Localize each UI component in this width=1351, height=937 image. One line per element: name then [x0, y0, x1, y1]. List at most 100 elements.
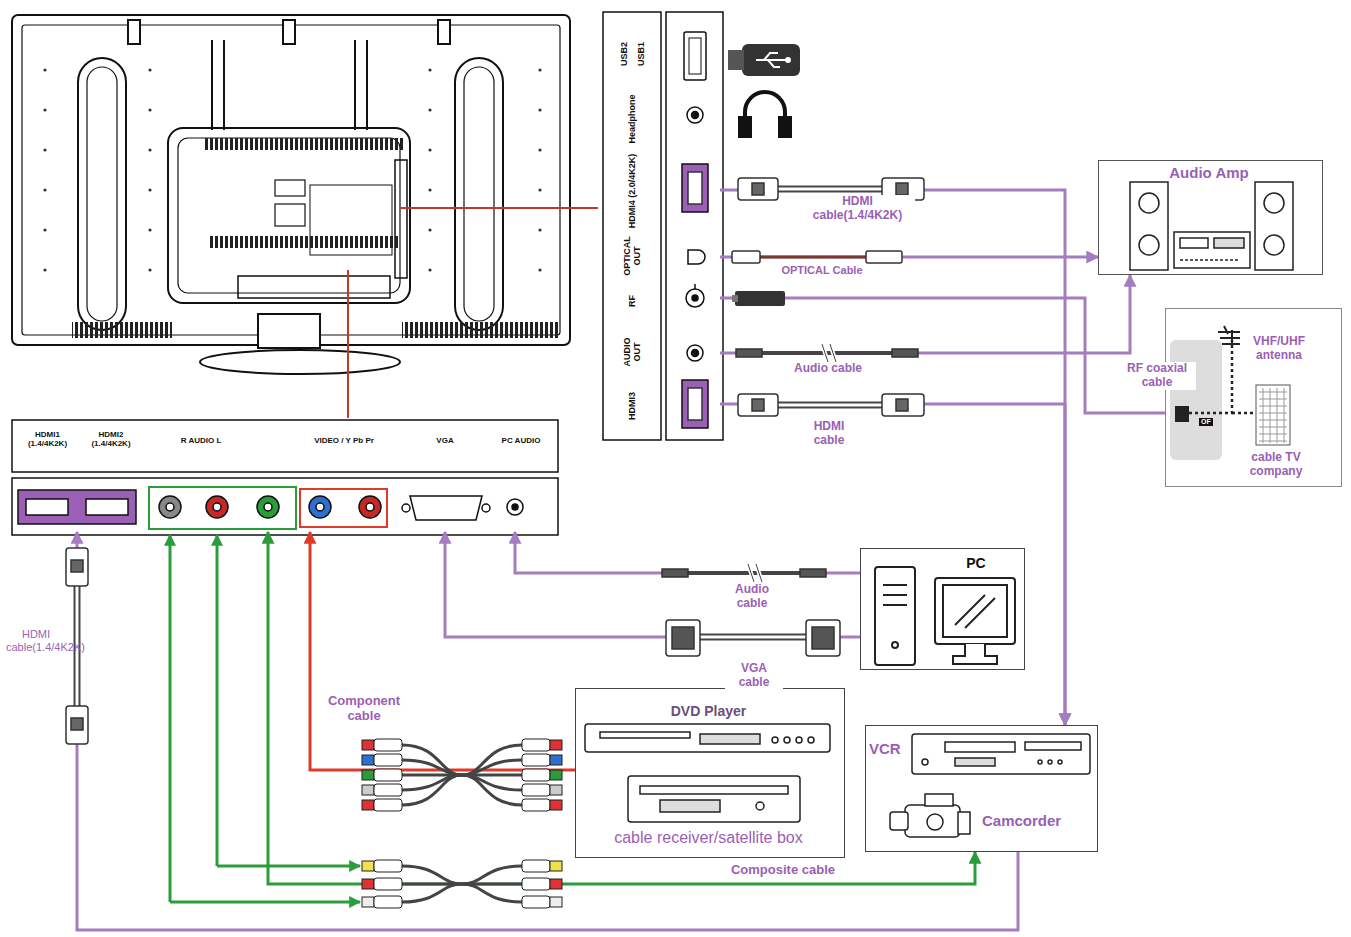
cable-label: RF coaxial cable	[1118, 362, 1196, 390]
dvd-player-icon	[808, 737, 814, 743]
tv-back	[178, 138, 400, 293]
tv-back	[12, 15, 570, 345]
node-text: Headphone	[627, 92, 637, 146]
dvd-player-icon	[660, 800, 720, 812]
usb-icon	[756, 53, 788, 67]
cable-wire	[402, 866, 522, 884]
bottom-panel	[12, 420, 558, 472]
usb-icon	[768, 60, 780, 67]
plug-tip	[550, 879, 562, 889]
screw-hole	[148, 228, 151, 231]
cable-connector	[77, 532, 1018, 930]
camcorder-icon	[925, 794, 953, 806]
plug-tip	[362, 740, 374, 750]
pc-icon	[892, 642, 898, 648]
port-group: PC AUDIO	[493, 428, 553, 532]
tv-back	[366, 40, 368, 130]
node-text: cable receiver/satellite box	[576, 829, 841, 847]
bottom-ports	[86, 499, 128, 515]
port-bracket	[149, 487, 387, 529]
side-ports	[692, 295, 698, 301]
dvd-player-icon	[796, 737, 802, 743]
node-text: PC AUDIO	[493, 436, 549, 445]
port-group: Headphone	[606, 90, 720, 148]
plug-body	[522, 878, 550, 890]
plug-body	[374, 896, 402, 908]
building-window	[1277, 388, 1278, 443]
cable-label: HDMI cable(1.4/4K2K)	[800, 195, 915, 223]
screw-hole	[43, 268, 46, 271]
side-ports	[688, 388, 702, 420]
screw-hole	[538, 68, 541, 71]
plug-tip	[362, 785, 374, 795]
plug-body	[374, 739, 402, 751]
bottom-ports	[410, 496, 482, 520]
bottom-ports	[309, 496, 331, 518]
bottom-ports	[359, 496, 381, 518]
node-text: Camcorder	[982, 812, 1092, 829]
node-text: VIDEO / Y Pb Pr	[300, 436, 388, 445]
audio-cable	[736, 349, 762, 357]
node-text: HDMI4 (2.0/4K2K)	[627, 152, 637, 230]
vcr-icon	[1025, 742, 1081, 750]
hdmi-cable	[738, 178, 778, 200]
leader-line	[400, 207, 598, 209]
audio-cable	[892, 349, 918, 357]
port-group: HDMI1 (1.4/4K2K)	[15, 428, 84, 532]
audio-cable	[822, 344, 836, 362]
node-text: HDMI2 (1.4/4K2K)	[82, 430, 140, 448]
hdmi-cable	[882, 394, 924, 416]
plug-body	[374, 784, 402, 796]
vga-cable	[812, 627, 834, 649]
node-text: DVD Player	[576, 703, 841, 719]
pc-icon	[955, 595, 985, 625]
port-bracket	[300, 489, 387, 527]
usb-icon	[756, 59, 788, 61]
pc-audio-cable	[662, 564, 826, 582]
audio-amp-icon	[1130, 182, 1168, 270]
optical-cable	[732, 251, 760, 263]
usb-icon	[785, 57, 791, 63]
side-ports	[682, 380, 708, 428]
port-group: HDMI3	[606, 376, 720, 436]
screw-hole	[428, 188, 431, 191]
plug-body	[522, 860, 550, 872]
audio-amp-icon	[1264, 235, 1284, 255]
camcorder-icon	[958, 812, 970, 834]
plug-body	[374, 860, 402, 872]
cable-connector	[445, 532, 860, 637]
bottom-panel	[12, 420, 558, 535]
tv-back	[78, 58, 126, 330]
pc-audio-cable	[748, 564, 762, 582]
screw-hole	[148, 68, 151, 71]
bottom-ports	[213, 503, 221, 511]
side-ports	[692, 112, 699, 119]
bottom-panel	[12, 478, 558, 535]
plug-body	[522, 784, 550, 796]
camcorder-icon	[927, 814, 943, 830]
usb-icon	[728, 50, 744, 70]
hdmi-cable-vertical	[71, 560, 83, 572]
plug-body	[374, 754, 402, 766]
usb-icon	[742, 44, 800, 76]
rf-connector	[735, 291, 785, 306]
screw-hole	[428, 268, 431, 271]
cable-label: HDMI cable	[798, 420, 860, 448]
vcr-icon	[912, 734, 1090, 774]
composite-branch	[217, 865, 360, 868]
tv-back	[168, 128, 410, 303]
node-text: USB1	[636, 22, 646, 86]
bottom-ports	[257, 496, 279, 518]
plug-tip	[362, 861, 374, 871]
side-ports	[687, 345, 703, 361]
vcr-icon	[945, 742, 1015, 752]
port-group: HDMI2 (1.4/4K2K)	[82, 428, 144, 532]
dvd-player-icon	[585, 724, 830, 822]
hdmi-cable-vertical	[66, 548, 88, 586]
audio-amp-icon	[1214, 238, 1244, 248]
antenna-plate	[1170, 340, 1222, 460]
screw-hole	[538, 228, 541, 231]
port-group: RF	[606, 280, 720, 322]
side-ports	[686, 289, 704, 307]
